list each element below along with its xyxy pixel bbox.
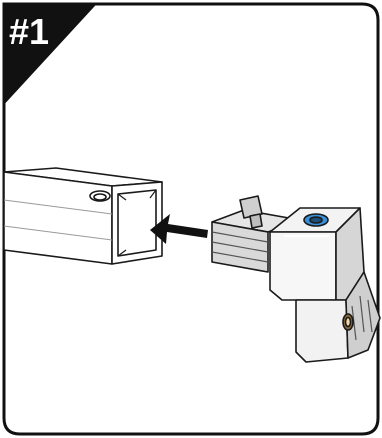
step-badge <box>3 3 98 106</box>
square-tube <box>3 167 163 265</box>
corner-connector <box>211 195 381 363</box>
step-number-label: #1 <box>9 11 50 52</box>
insert-arrow-icon <box>150 214 208 244</box>
screw-icon <box>303 213 329 227</box>
